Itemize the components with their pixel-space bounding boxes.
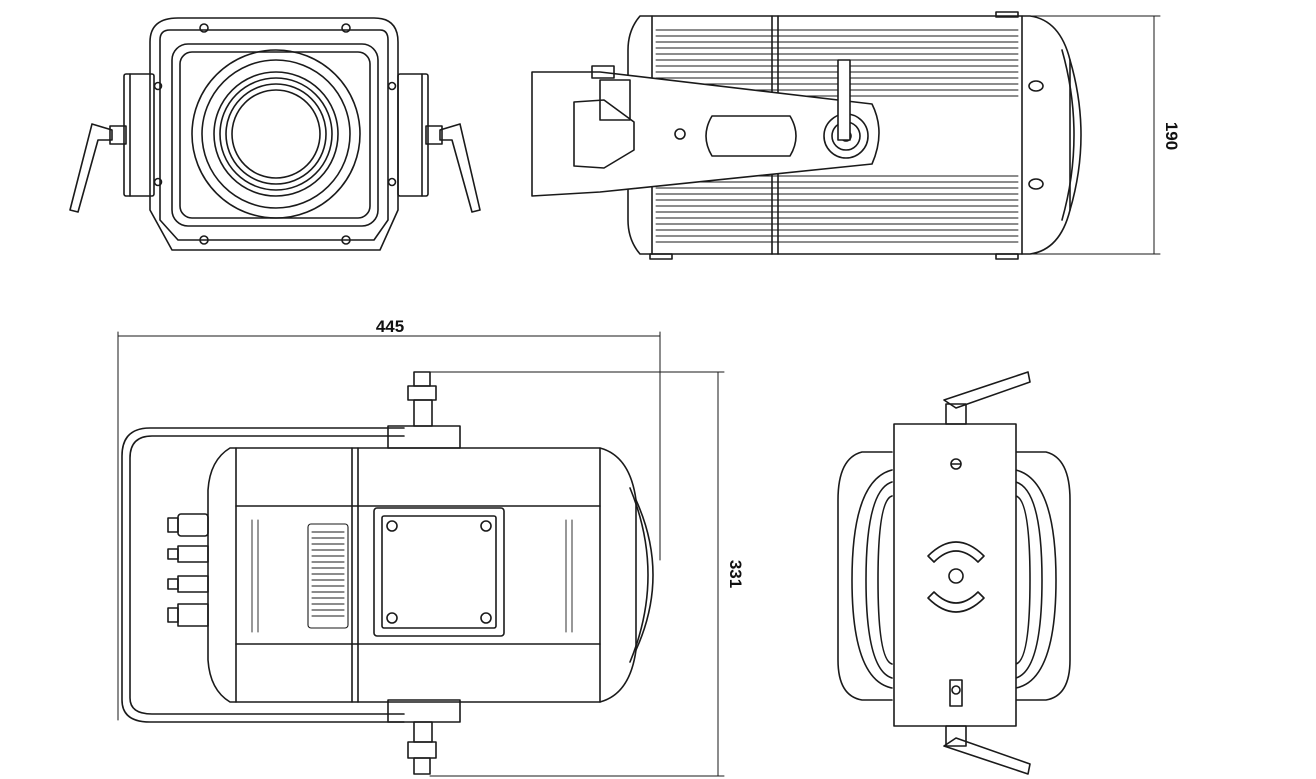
dimension-width-label: 445 [376,317,404,336]
side-view [531,11,1082,260]
front-view [69,17,481,251]
rear-view [837,371,1071,775]
rear-top-handle-icon [943,371,1031,425]
dimension-height-label: 331 [726,560,745,588]
rear-bottom-handle-icon [943,725,1031,775]
dimension-side-height-label: 190 [1162,122,1181,150]
right-handle-icon [425,123,481,213]
lens-icon [191,49,361,219]
vent-grille [307,523,349,629]
left-handle-icon [69,123,127,213]
dimension-lines [117,15,1161,777]
yoke-bracket [531,65,880,197]
bottom-clamp-icon [407,721,437,775]
top-view [121,371,654,775]
side-knob-icon [823,59,869,159]
connector-icon [167,513,209,627]
top-clamp-icon [407,371,437,427]
